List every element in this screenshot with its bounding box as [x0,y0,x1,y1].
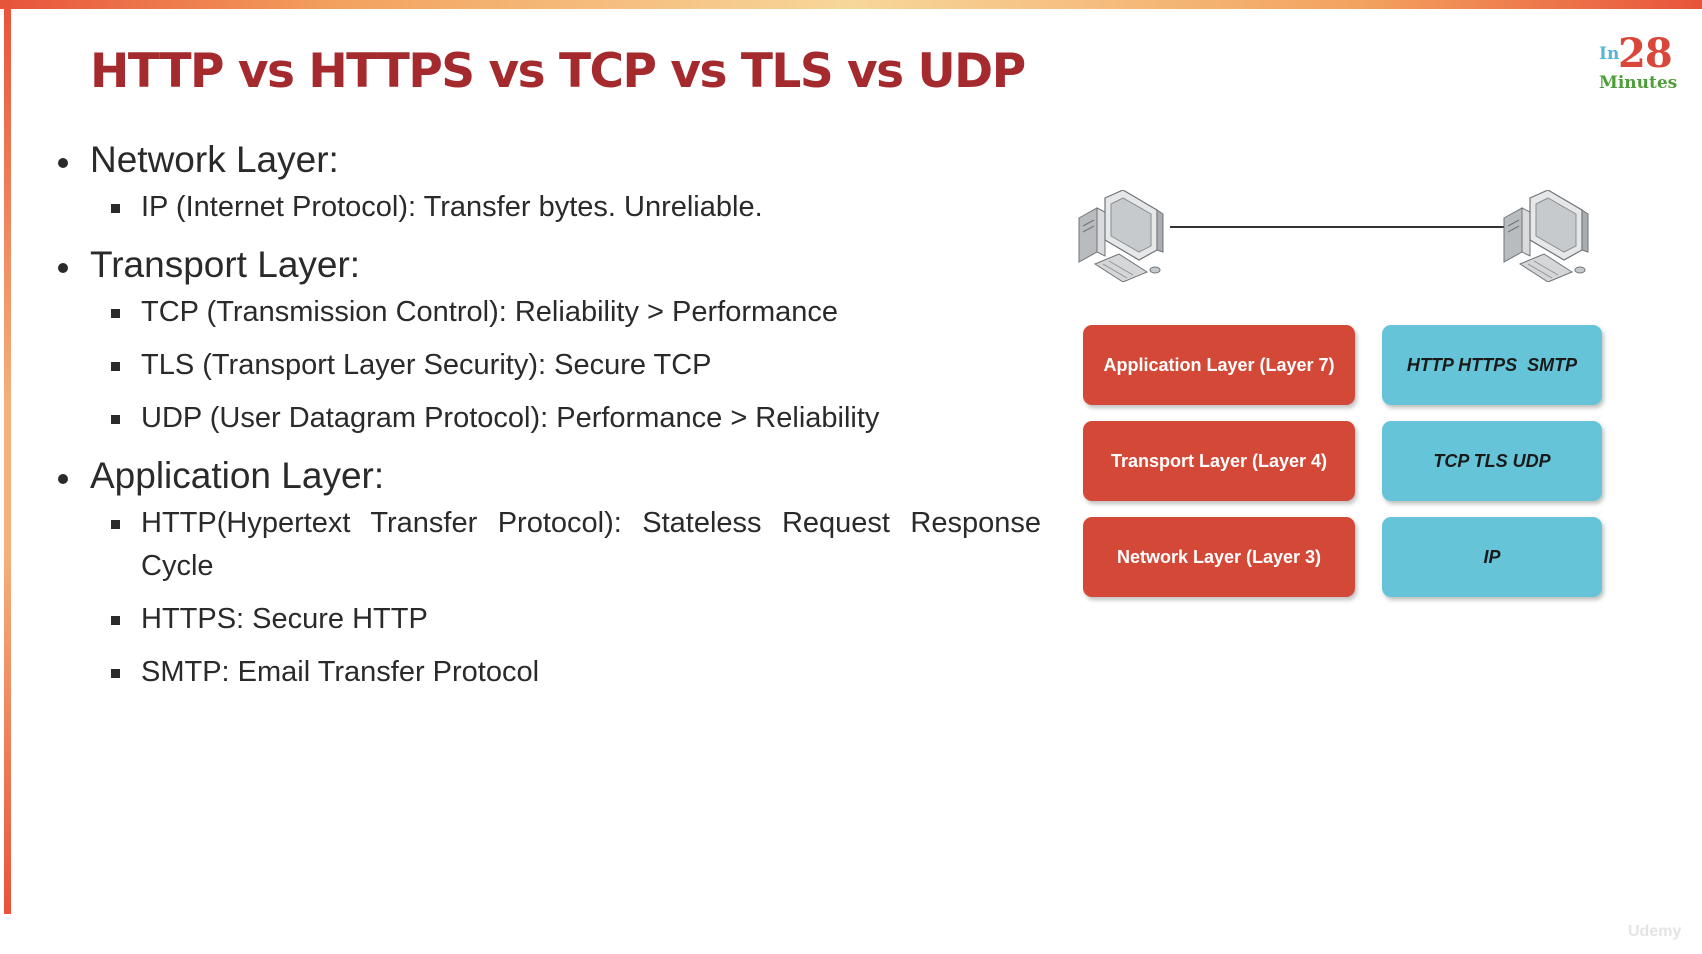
network-layers-diagram: Application Layer (Layer 7) HTTP HTTPS S… [1075,180,1635,620]
section-heading: Application Layer: [50,450,990,502]
transport-protocols-box: TCP TLS UDP [1382,421,1602,501]
bullet-item: SMTP: Email Transfer Protocol [50,651,990,694]
logo-minutes-text: Minutes [1599,73,1678,93]
section-heading: Transport Layer: [50,239,990,291]
section-transport-layer: Transport Layer: TCP (Transmission Contr… [50,239,990,440]
bullet-list: HTTP(Hypertext Transfer Protocol): State… [50,502,1041,694]
bullet-item: HTTP(Hypertext Transfer Protocol): State… [50,502,1041,588]
udemy-watermark: Udemy [1628,923,1682,940]
top-border [0,0,1702,9]
logo-number: 28 [1618,30,1673,77]
slide-title: HTTP vs HTTPS vs TCP vs TLS vs UDP [90,44,1026,99]
network-protocols-box: IP [1382,517,1602,597]
transport-layer-box: Transport Layer (Layer 4) [1083,421,1355,501]
computer-icon [1078,190,1164,282]
bullet-item: HTTPS: Secure HTTP [50,598,990,641]
network-layer-box: Network Layer (Layer 3) [1083,517,1355,597]
section-application-layer: Application Layer: HTTP(Hypertext Transf… [50,450,1041,694]
bullet-item: TLS (Transport Layer Security): Secure T… [50,344,990,387]
bullet-item: IP (Internet Protocol): Transfer bytes. … [50,186,990,229]
bullet-item: UDP (User Datagram Protocol): Performanc… [50,397,990,440]
computer-icon [1503,190,1589,282]
bullet-content: Network Layer: IP (Internet Protocol): T… [50,134,1041,704]
application-protocols-box: HTTP HTTPS SMTP [1382,325,1602,405]
bullet-item: TCP (Transmission Control): Reliability … [50,291,990,334]
left-border [4,0,11,914]
in28minutes-logo: In 28 Minutes [1596,30,1678,96]
logo-in-text: In [1599,44,1620,64]
section-network-layer: Network Layer: IP (Internet Protocol): T… [50,134,990,229]
bullet-list: IP (Internet Protocol): Transfer bytes. … [50,186,990,229]
application-layer-box: Application Layer (Layer 7) [1083,325,1355,405]
bullet-list: TCP (Transmission Control): Reliability … [50,291,990,440]
section-heading: Network Layer: [50,134,990,186]
